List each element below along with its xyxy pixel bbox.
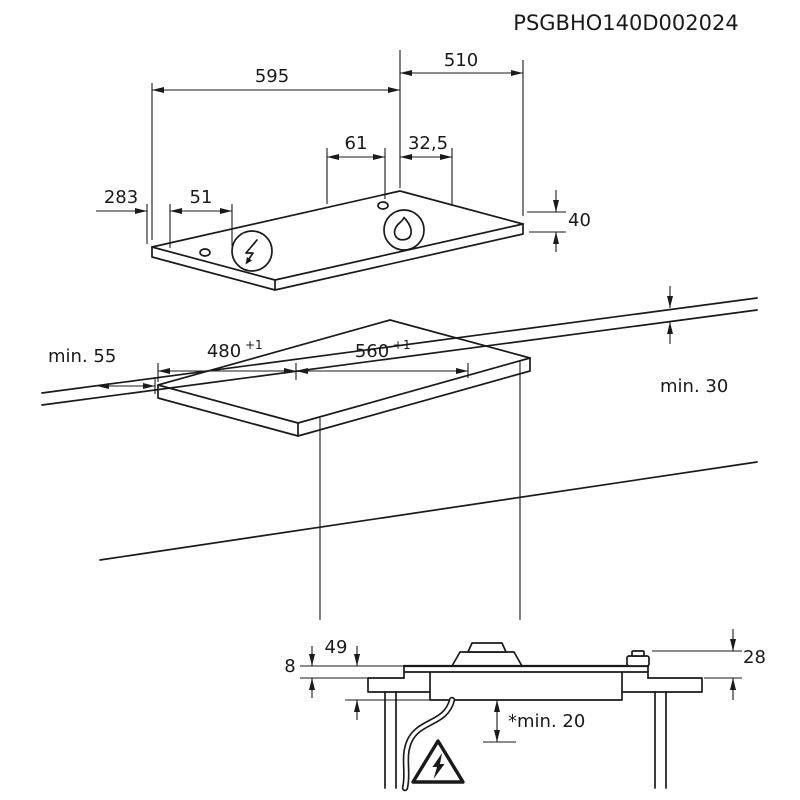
top-view-dimensions: 595 510 61 32,5 283 51 40 [96, 50, 591, 252]
dim-below-worktop: 49 [325, 637, 348, 658]
dim-burner-edge: 32,5 [408, 133, 448, 154]
dim-left-a: 283 [104, 187, 138, 208]
gas-flame-icon [383, 209, 425, 251]
hob-thickness-edge [151, 223, 524, 291]
dim-burner-offset: 61 [345, 133, 368, 154]
worktop-section [367, 677, 703, 693]
ext-lines-8 [300, 665, 404, 679]
hob-glass-edges [403, 665, 649, 679]
section-dimensions: 8 49 28 *min. 20 [284, 629, 766, 743]
hob-box-under-worktop [429, 671, 623, 701]
hob-top-view [151, 190, 524, 291]
flame-inner [400, 227, 406, 236]
ignition-circle [231, 230, 273, 272]
cabinet-side-panels [384, 691, 667, 789]
gas-connection-cap [631, 650, 645, 657]
side-section-view [367, 642, 703, 792]
dim-cutout-depth-tolerance: +1 [245, 338, 263, 352]
spark-bolt [245, 239, 258, 260]
ext-lines-28 [652, 650, 742, 679]
worktop-edge-front [99, 461, 758, 561]
dim-connection-height: 28 [743, 647, 766, 668]
dim-rear-clearance: min. 30 [660, 376, 728, 397]
burner-base [451, 651, 523, 667]
dim-clearance-below: *min. 20 [508, 711, 585, 732]
cutout-wall-thickness [157, 357, 531, 437]
worktop-edge-back-1 [41, 297, 758, 394]
electric-hazard-icon [411, 739, 465, 784]
worktop-cutout-view [41, 297, 758, 620]
dim-above-worktop: 8 [284, 656, 295, 677]
spark-bolt-head [245, 257, 252, 265]
dim-cutout-width: 560 [355, 341, 389, 362]
projection-lines [319, 361, 521, 620]
dim-cutout-width-tolerance: +1 [393, 338, 411, 352]
dim-cutout-depth: 480 [207, 341, 241, 362]
gas-connection-fitting [626, 655, 650, 667]
dim-front-clearance: min. 55 [48, 346, 116, 367]
burner-mark-top [377, 201, 389, 210]
dim-left-b: 51 [190, 187, 213, 208]
dim-hob-depth: 510 [444, 50, 478, 71]
warning-bolt [432, 753, 445, 779]
drawing-code: PSGBHO140D002024 [513, 11, 738, 35]
burner-mark-left [199, 248, 211, 257]
ignition-spark-icon [231, 230, 273, 272]
dim-hob-width: 595 [255, 66, 289, 87]
cutout-dimensions: 480 +1 560 +1 min. 55 min. 30 [48, 286, 728, 397]
gas-hose-inner [403, 698, 454, 790]
worktop-edge-back-2 [41, 309, 758, 406]
burner-cap [467, 642, 507, 653]
dim-hob-height: 40 [568, 210, 591, 231]
ext-lines-height [527, 211, 566, 233]
